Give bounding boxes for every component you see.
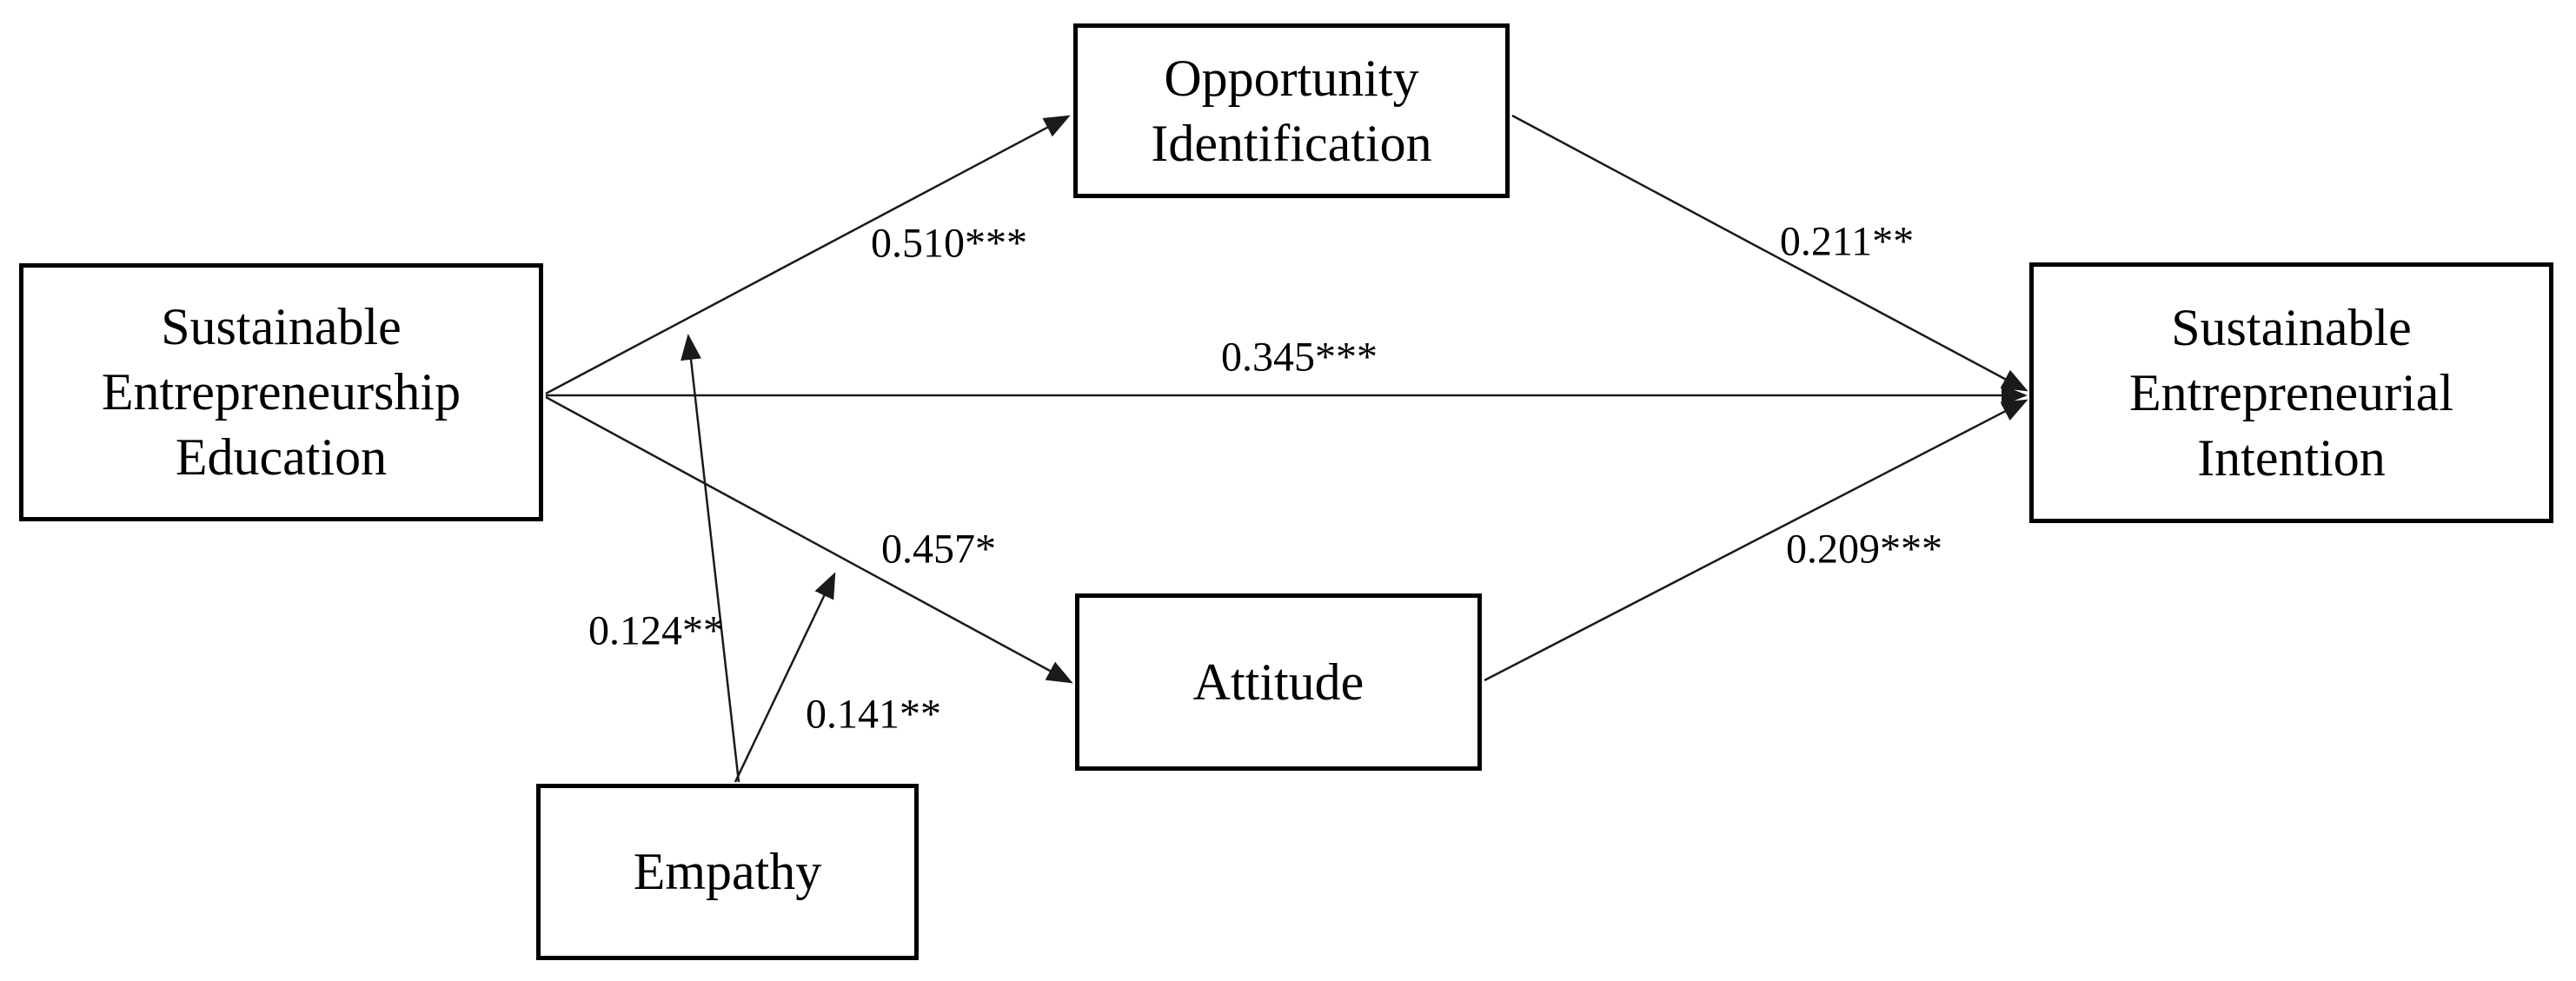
node-empathy: Empathy — [536, 784, 919, 960]
coefficient-label-see-to-oi: 0.510*** — [871, 220, 1027, 267]
coefficient-label-see-to-sei: 0.345*** — [1221, 334, 1378, 381]
node-opportunity-identification: Opportunity Identification — [1073, 23, 1510, 198]
coefficient-label-see-to-attitude: 0.457* — [881, 526, 996, 573]
edge-empathy-to-see-attitude-path — [734, 572, 836, 783]
coefficient-label-attitude-to-sei: 0.209*** — [1786, 526, 1942, 573]
edge-see-to-oi — [545, 115, 1071, 395]
node-sustainable-entrepreneurship-education: Sustainable Entrepreneurship Education — [19, 263, 543, 521]
edge-oi-to-sei — [1511, 114, 2028, 392]
coefficient-label-empathy-on-see-attitude-path: 0.141** — [806, 691, 941, 738]
coefficient-label-oi-to-sei: 0.211** — [1779, 218, 1915, 265]
coefficient-label-empathy-on-see-oi-path: 0.124** — [588, 607, 724, 654]
edge-attitude-to-sei — [1484, 399, 2028, 682]
edge-empathy-to-see-oi-path — [681, 334, 740, 783]
node-sustainable-entrepreneurial-intention: Sustainable Entrepreneurial Intention — [2029, 262, 2553, 523]
node-attitude: Attitude — [1075, 593, 1482, 771]
edge-see-to-attitude — [545, 395, 1073, 684]
